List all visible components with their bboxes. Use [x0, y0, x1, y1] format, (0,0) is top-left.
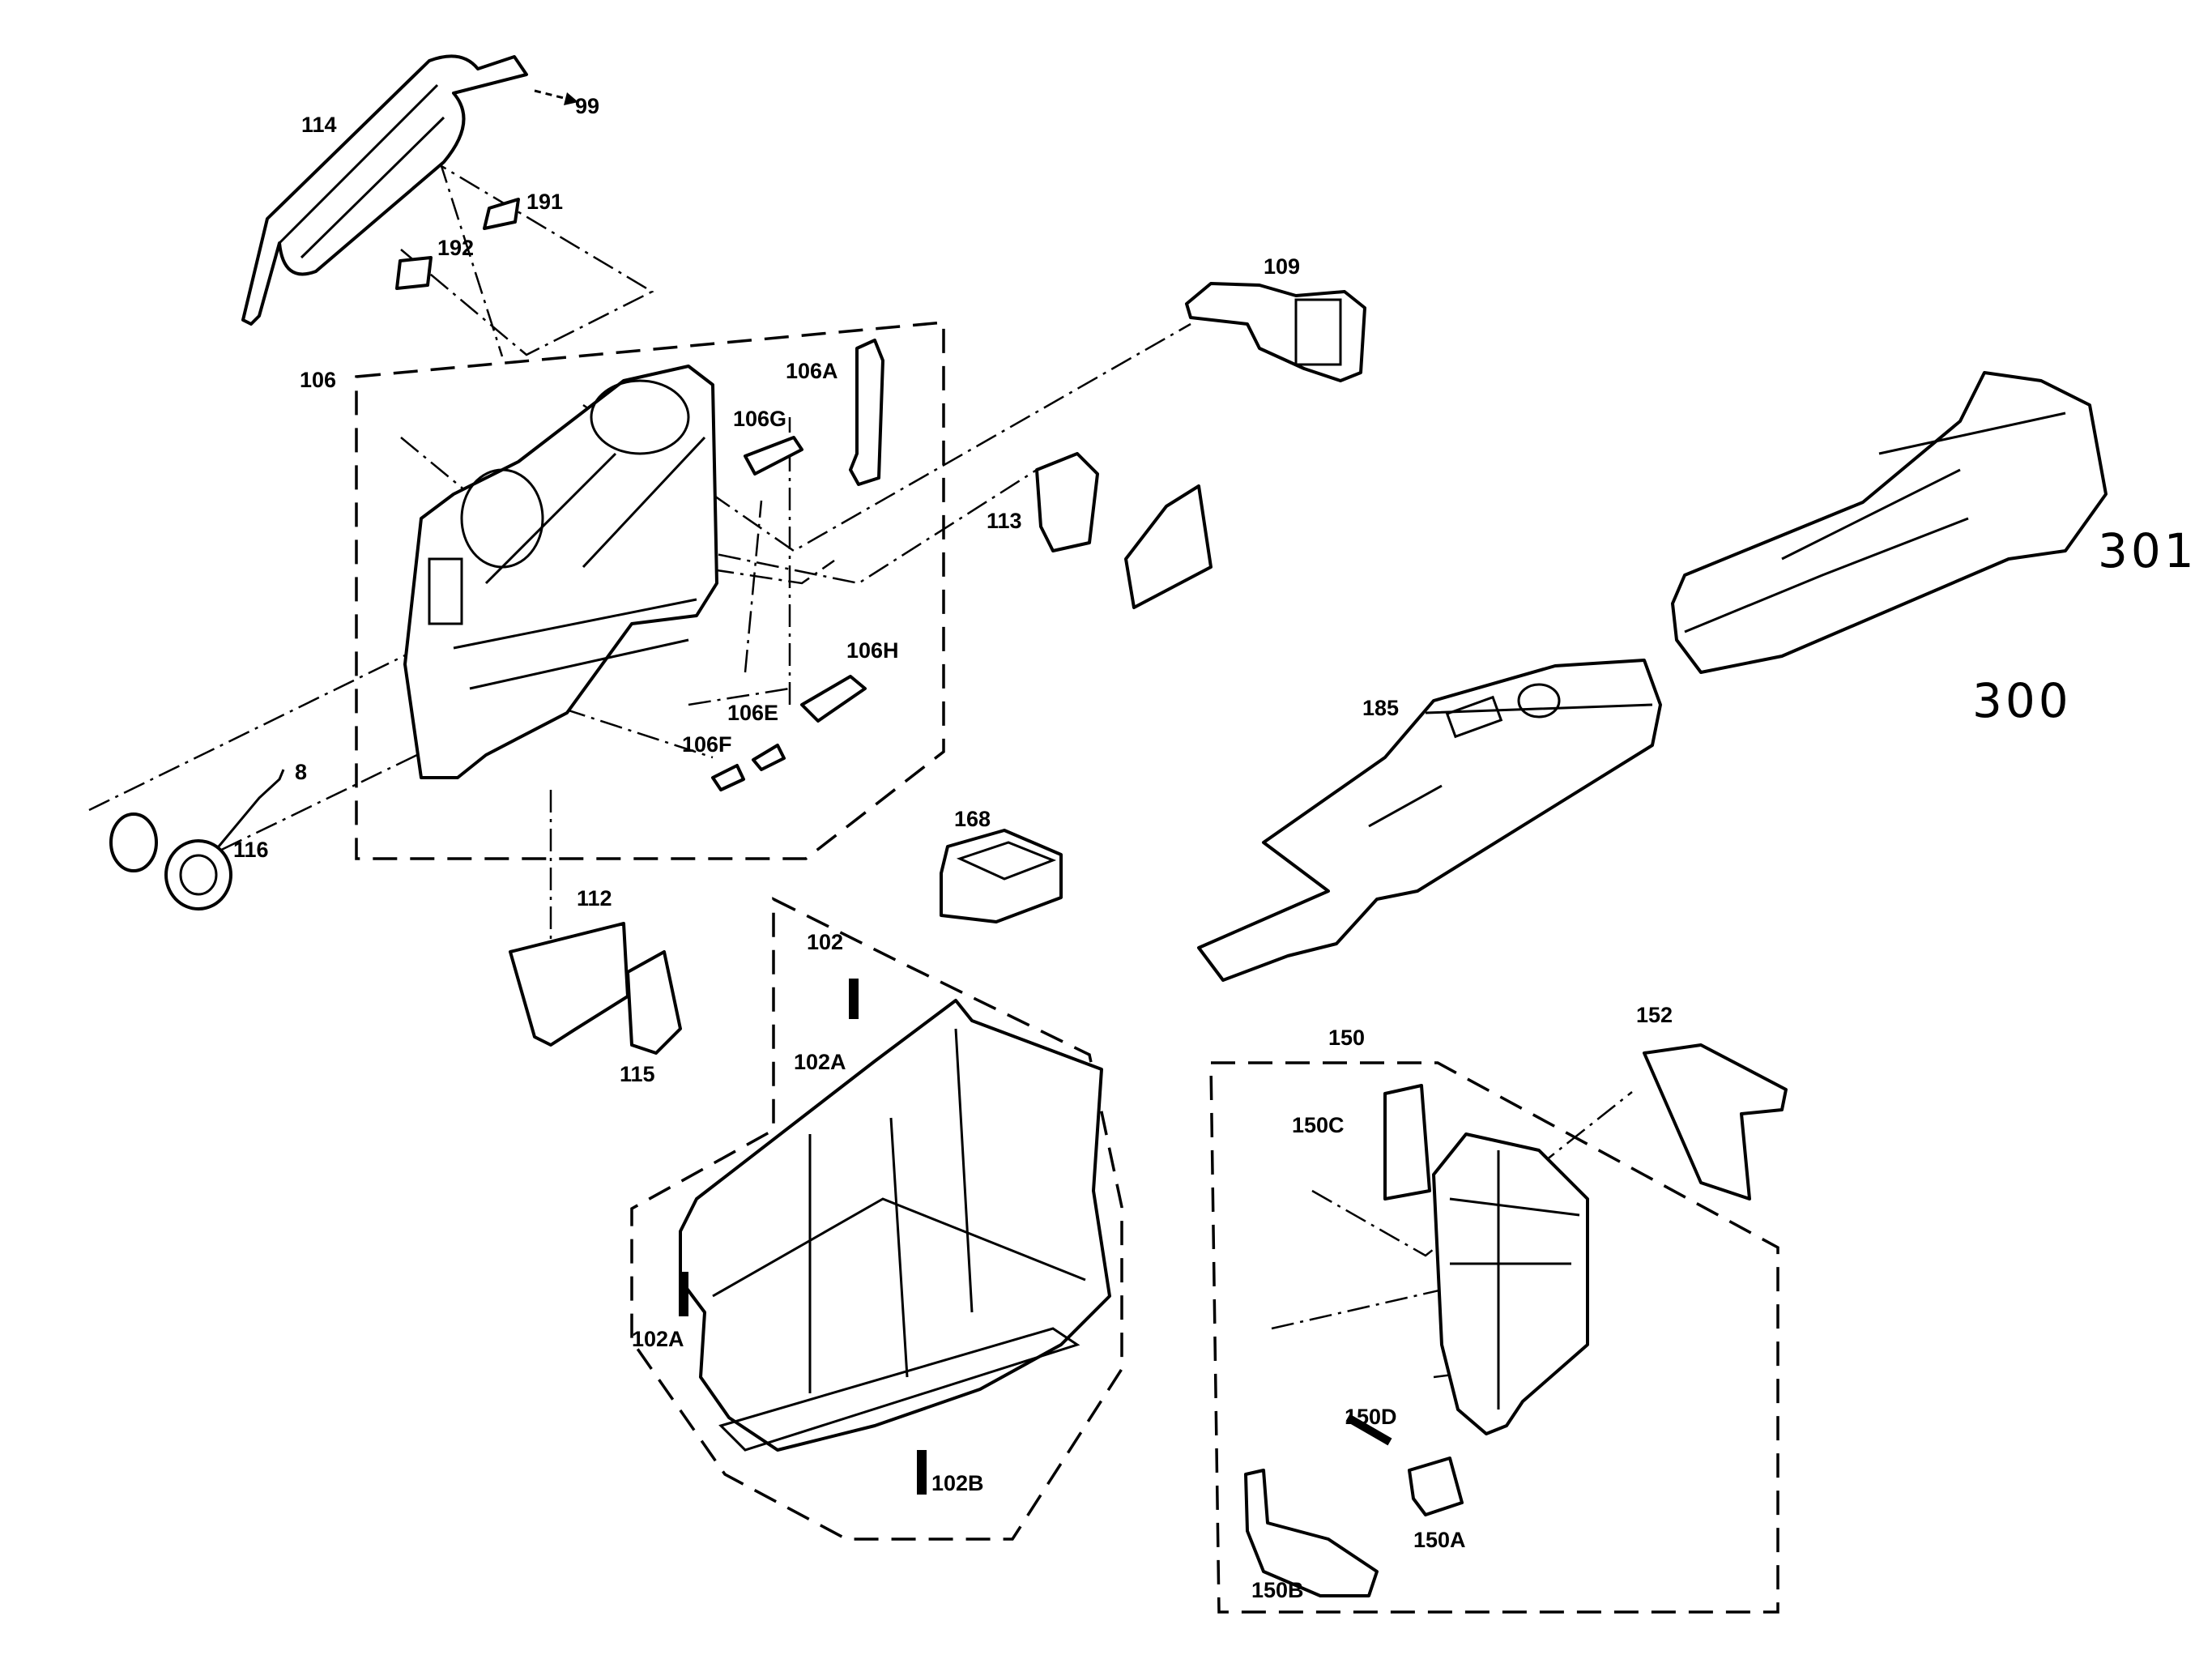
label-150c: 150C: [1292, 1113, 1345, 1137]
spring-102a-top: [849, 979, 859, 1019]
label-150b: 150B: [1251, 1578, 1304, 1602]
ring-116a: [109, 812, 158, 872]
label-112: 112: [577, 886, 612, 911]
label-152: 152: [1636, 1003, 1673, 1027]
label-102b: 102B: [931, 1471, 984, 1495]
label-115: 115: [620, 1062, 655, 1086]
spring-102a-bottom: [679, 1272, 688, 1316]
label-8: 8: [295, 760, 307, 784]
label-106a: 106A: [786, 359, 838, 383]
label-150a: 150A: [1413, 1528, 1466, 1552]
label-102: 102: [807, 930, 843, 954]
label-185: 185: [1362, 696, 1399, 720]
label-168: 168: [954, 807, 991, 831]
spring-102b: [917, 1450, 927, 1495]
chassis-102: [679, 999, 1111, 1452]
label-106e: 106E: [727, 701, 778, 725]
sheet-113b: [1124, 484, 1213, 609]
label-106h: 106H: [846, 638, 899, 663]
label-150: 150: [1328, 1026, 1365, 1050]
part-106g: [744, 436, 803, 476]
label-109: 109: [1264, 254, 1300, 279]
plate-115: [626, 950, 682, 1055]
label-99: 99: [575, 94, 599, 118]
label-114: 114: [301, 113, 337, 137]
cap-116-inner: [179, 854, 218, 896]
label-301: 301: [2098, 523, 2197, 578]
cap-116: [164, 839, 232, 911]
arrow-to-99: [534, 89, 578, 105]
group-box-106: [355, 321, 945, 860]
bracket-112: [509, 922, 629, 1047]
side-case-106: [403, 365, 718, 779]
part-109: [1185, 282, 1366, 382]
bracket-150b: [1244, 1469, 1379, 1597]
frame-assembly-150: [1432, 1132, 1589, 1435]
pin-150d: [1345, 1414, 1392, 1446]
pad-192: [395, 256, 433, 290]
label-113: 113: [987, 509, 1022, 533]
bracket-113: [1035, 452, 1099, 552]
part-106f: [711, 764, 745, 791]
part-106e: [752, 744, 786, 771]
label-106: 106: [300, 368, 336, 392]
group-box-150: [1209, 1061, 1779, 1614]
label-150d: 150D: [1345, 1405, 1397, 1429]
label-102a-top: 102A: [794, 1050, 846, 1074]
top-cover-185: [1197, 659, 1662, 982]
part-150a: [1408, 1456, 1464, 1516]
label-106f: 106F: [682, 732, 732, 757]
part-106a: [849, 339, 884, 486]
label-102a-bottom: 102A: [632, 1327, 684, 1351]
label-191: 191: [526, 190, 563, 214]
label-192: 192: [437, 236, 474, 260]
bracket-152: [1643, 1043, 1788, 1201]
part-168: [940, 829, 1063, 923]
label-116: 116: [233, 838, 269, 862]
callout-labels: 114 99 191 192 109 106 106A 106G 113 106…: [233, 94, 2197, 1602]
pad-191: [483, 198, 520, 230]
cap-116-cord: [217, 769, 285, 847]
sheet-150c: [1383, 1084, 1431, 1201]
viewfinder-301: [1671, 371, 2108, 674]
group-box-102: [630, 897, 1123, 1541]
label-106g: 106G: [733, 407, 786, 431]
part-106h: [800, 675, 867, 723]
strap-114: [241, 54, 528, 326]
label-300: 300: [1972, 673, 2072, 728]
